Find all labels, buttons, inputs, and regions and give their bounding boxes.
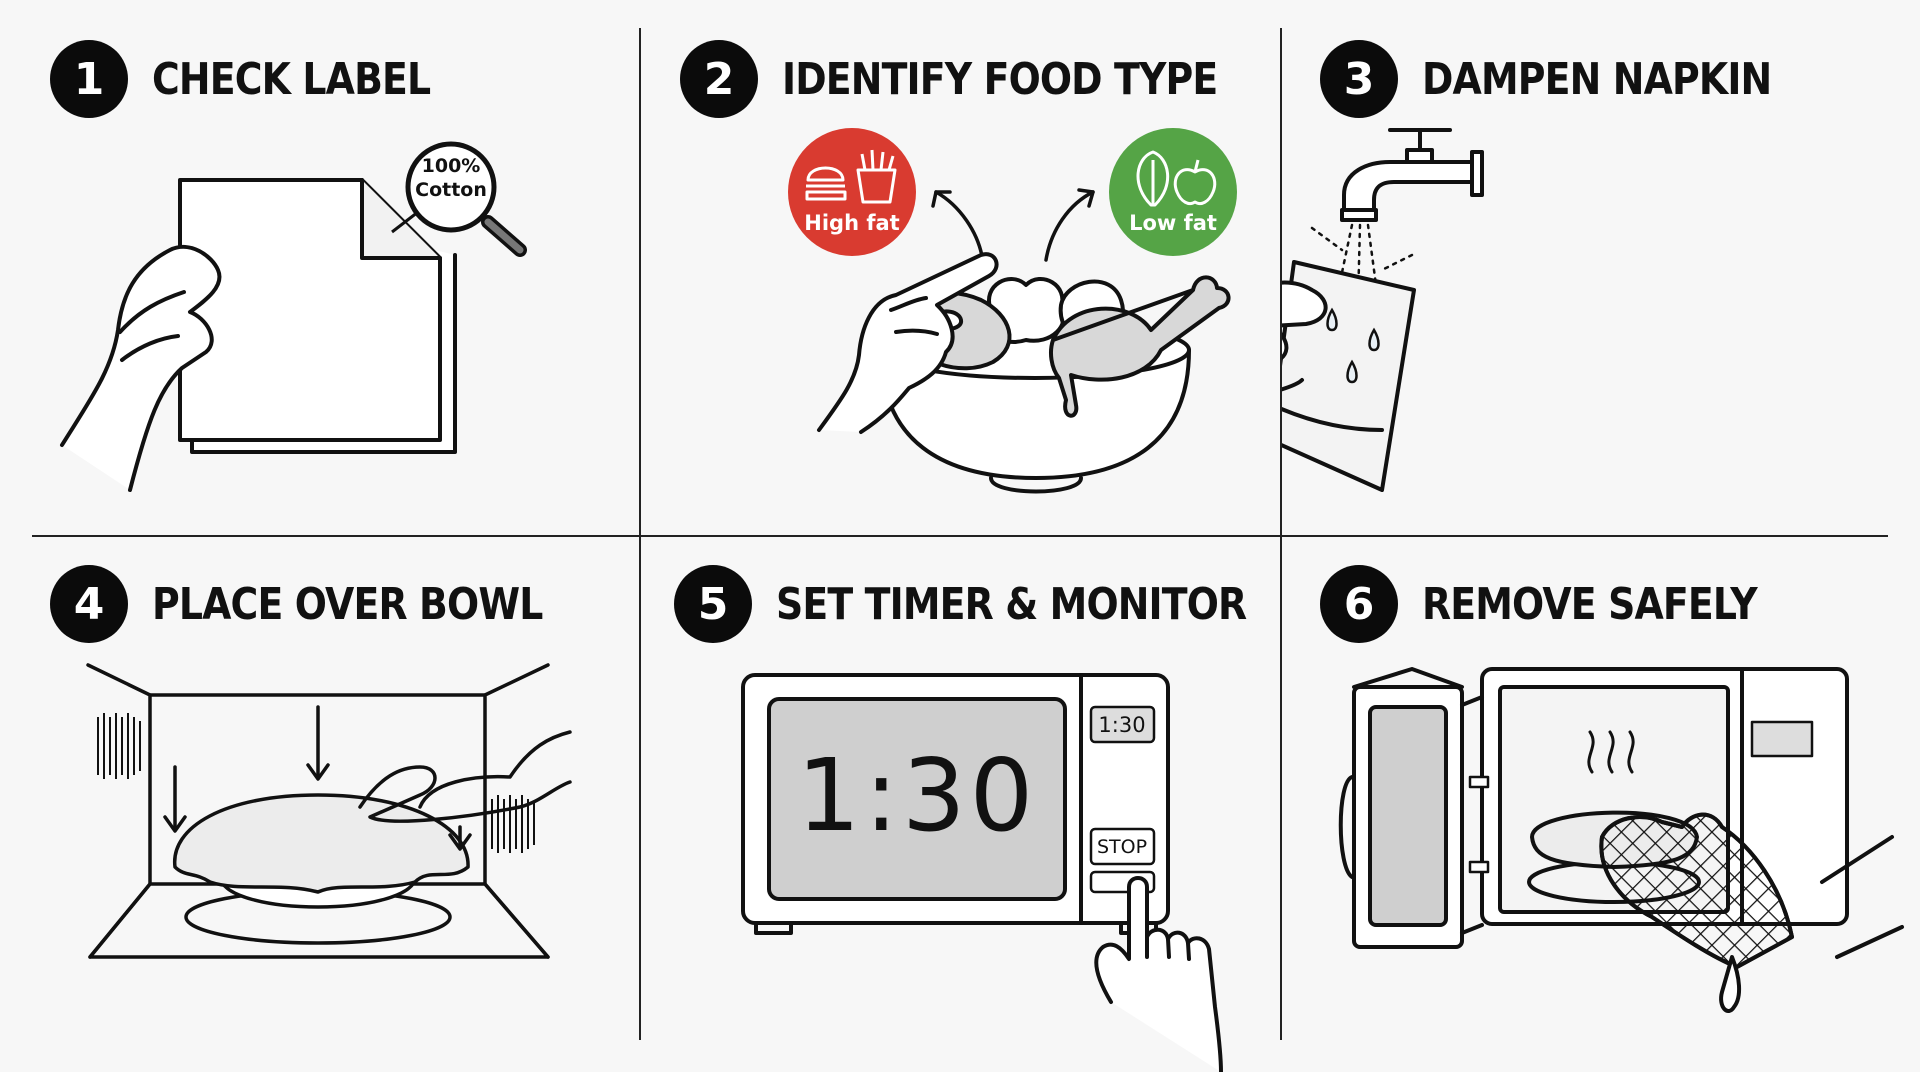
step-4-title: PLACE OVER BOWL [152, 578, 543, 630]
high-fat-label: High fat [804, 211, 899, 235]
stop-button [1089, 827, 1156, 866]
step-2-title: IDENTIFY FOOD TYPE [782, 53, 1218, 105]
step-1-panel: 1 CHECK LABEL 100% Cotton [0, 0, 640, 535]
step-3-title: DAMPEN NAPKIN [1422, 53, 1772, 105]
step-2-header: 2 IDENTIFY FOOD TYPE [680, 40, 1281, 118]
step-2-illustration: High fat Low fat [788, 128, 1237, 494]
arrow-to-low-fat [1044, 190, 1095, 262]
step-1-title: CHECK LABEL [152, 53, 431, 105]
left-hand [60, 244, 222, 492]
panel-display: 1:30 [1098, 713, 1145, 737]
high-fat-badge [788, 128, 916, 256]
step-3-number: 3 [1320, 40, 1398, 118]
pressing-hand [1094, 876, 1223, 1072]
step-6-illustration [1338, 667, 1904, 1013]
step-4-header: 4 PLACE OVER BOWL [50, 565, 606, 643]
low-fat-label: Low fat [1129, 211, 1217, 235]
step-5-title: SET TIMER & MONITOR [776, 578, 1247, 630]
step-3-header: 3 DAMPEN NAPKIN [1320, 40, 1828, 118]
step-5-number: 5 [674, 565, 752, 643]
step-3-panel: 3 DAMPEN NAPKIN [1282, 0, 1920, 535]
lettuce-icon [1136, 150, 1170, 207]
oven-mitt-icon [1599, 812, 1794, 1013]
door-handle [1338, 775, 1354, 879]
step-6-title: REMOVE SAFELY [1422, 578, 1758, 630]
stop-label: STOP [1097, 836, 1147, 858]
step-4-illustration [86, 663, 572, 959]
step-2-panel: 2 IDENTIFY FOOD TYPE High fat [641, 0, 1281, 535]
divider-vertical-1 [639, 28, 641, 1040]
heat-lines-right [491, 795, 535, 853]
divider-vertical-2 [1280, 28, 1282, 1040]
step-6-number: 6 [1320, 565, 1398, 643]
heat-lines-left [97, 713, 141, 779]
step-1-number: 1 [50, 40, 128, 118]
label-tag-line-2: Cotton [415, 179, 487, 201]
step-6-panel: 6 REMOVE SAFELY [1282, 537, 1920, 1072]
placing-hand [358, 730, 572, 823]
low-fat-badge [1109, 128, 1237, 256]
faucet-icon [1340, 128, 1484, 222]
step-5-header: 5 SET TIMER & MONITOR [674, 565, 1281, 643]
food-bowl [879, 348, 1191, 480]
arrow-to-high-fat [934, 190, 985, 264]
apple-icon [1173, 159, 1217, 206]
chicken-leg [1049, 275, 1231, 418]
steam [1587, 730, 1635, 774]
step-1-illustration: 100% Cotton [60, 141, 527, 492]
step-6-header: 6 REMOVE SAFELY [1320, 565, 1811, 643]
divider-horizontal [32, 535, 1888, 537]
timer-display: 1:30 [797, 737, 1038, 854]
fries-icon [856, 149, 897, 204]
step-3-illustration [1282, 128, 1484, 492]
step-1-header: 1 CHECK LABEL [50, 40, 476, 118]
water-drops [1326, 307, 1380, 384]
step-5-illustration: 1:30 1:30 STOP [741, 673, 1223, 1072]
step-4-panel: 4 PLACE OVER BOWL [0, 537, 640, 1072]
burger-icon [805, 166, 847, 201]
step-4-number: 4 [50, 565, 128, 643]
step-2-number: 2 [680, 40, 758, 118]
control-display [1089, 705, 1156, 744]
label-tag-line-1: 100% [422, 155, 481, 177]
hand-holding-napkin [1282, 280, 1328, 361]
step-5-panel: 5 SET TIMER & MONITOR 1:30 1:30 STOP [641, 537, 1281, 1072]
magnifier-icon [391, 141, 527, 257]
napkin-cover [173, 793, 470, 894]
napkin-corner-fold [360, 178, 442, 260]
